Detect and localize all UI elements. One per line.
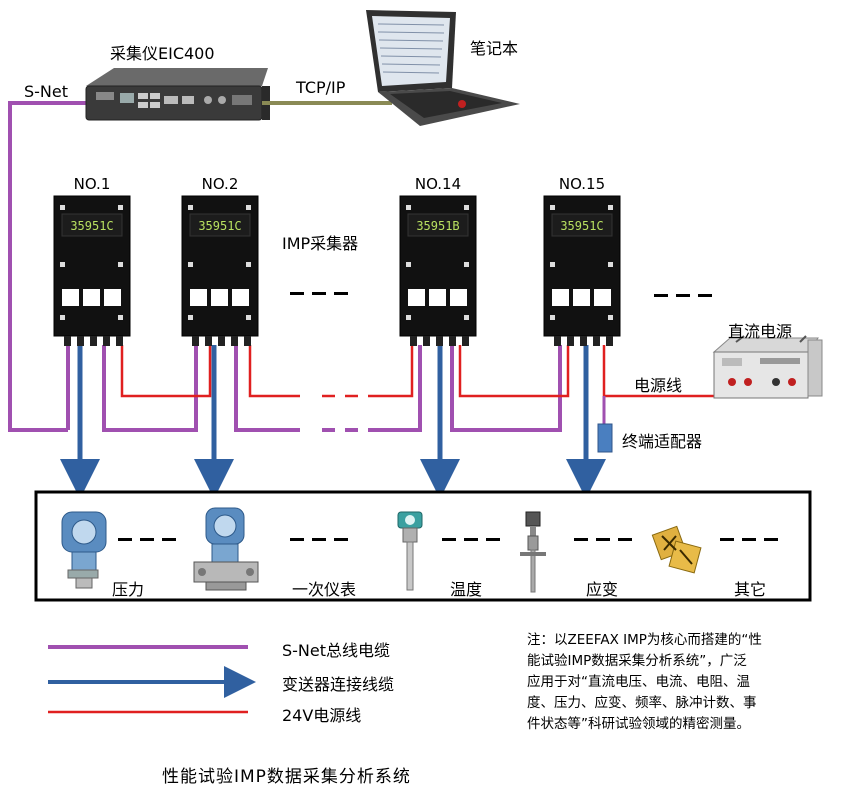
legend-label-transmitter: 变送器连接线缆 xyxy=(282,675,395,694)
tcpip-label: TCP/IP xyxy=(296,78,346,97)
instrument-transmitter-icon xyxy=(193,507,259,591)
ellipsis-dash xyxy=(720,538,734,541)
power-line-label: 电源线 xyxy=(634,376,683,395)
ellipsis-dash xyxy=(464,538,478,541)
note-line: 应用于对“直流电压、电流、电阻、温 xyxy=(527,674,750,690)
collector-display: 35951C xyxy=(560,219,603,233)
diagram-caption: 性能试验IMP数据采集分析系统 xyxy=(162,767,411,787)
collector-name: NO.2 xyxy=(202,175,239,193)
sensor-label-strain: 应变 xyxy=(586,580,619,599)
ellipsis-dash xyxy=(698,294,712,297)
ellipsis-dash xyxy=(618,538,632,541)
power-cable xyxy=(120,345,714,398)
imp-collector: NO.1 35951C xyxy=(53,175,131,346)
ellipsis-dash xyxy=(334,538,348,541)
collector-name: NO.14 xyxy=(415,175,461,193)
daq-device xyxy=(85,68,270,121)
imp-collector: NO.2 35951C xyxy=(181,175,259,346)
snet-label: S-Net xyxy=(24,82,69,101)
collector-display: 35951B xyxy=(416,219,459,233)
sensor-label-instrument: 一次仪表 xyxy=(292,580,357,599)
ellipsis-dash xyxy=(596,538,610,541)
ellipsis-dash xyxy=(764,538,778,541)
ellipsis-dash xyxy=(312,292,326,295)
ellipsis-dash xyxy=(162,538,176,541)
ellipsis-dash xyxy=(334,292,348,295)
sensor-label-pressure: 压力 xyxy=(112,580,145,599)
collector-name: NO.1 xyxy=(74,175,111,193)
terminator-label: 终端适配器 xyxy=(622,432,703,451)
strain-probe-icon xyxy=(520,511,546,593)
transmitter-cables xyxy=(60,345,606,499)
laptop-icon xyxy=(366,10,520,126)
ellipsis-dash xyxy=(486,538,500,541)
ellipsis-dash xyxy=(676,294,690,297)
imp-collector: NO.14 35951B xyxy=(399,175,477,346)
ellipsis-dash xyxy=(290,292,304,295)
ellipsis-dash xyxy=(140,538,154,541)
imp-collector: NO.15 35951C xyxy=(543,175,621,346)
ellipsis-dash xyxy=(442,538,456,541)
note-line: 度、压力、应变、频率、脉冲计数、事 xyxy=(527,695,757,711)
ellipsis-dash xyxy=(118,538,132,541)
ellipsis-dash xyxy=(742,538,756,541)
note-line: 注：以ZEEFAX IMP为核心而搭建的“性 xyxy=(527,632,762,648)
ellipsis-dash xyxy=(312,538,326,541)
note-line: 件状态等”科研试验领域的精密测量。 xyxy=(527,716,750,732)
ellipsis-dash xyxy=(654,294,668,297)
strain-gauge-icon xyxy=(651,525,702,574)
ellipsis-dash xyxy=(574,538,588,541)
imp-collector-label: IMP采集器 xyxy=(282,234,359,253)
collector-display: 35951C xyxy=(70,219,113,233)
sensor-label-other: 其它 xyxy=(734,580,767,599)
description-note: 注：以ZEEFAX IMP为核心而搭建的“性 能试验IMP数据采集分析系统”，广… xyxy=(527,630,845,735)
legend-label-power: 24V电源线 xyxy=(282,706,362,725)
temperature-sensor-icon xyxy=(397,511,423,591)
daq-label: 采集仪EIC400 xyxy=(110,44,215,63)
legend xyxy=(48,645,256,714)
sensor-label-temperature: 温度 xyxy=(450,580,483,599)
legend-label-snet: S-Net总线电缆 xyxy=(282,641,391,660)
dc-power-label: 直流电源 xyxy=(728,322,793,341)
dc-power-supply xyxy=(712,335,823,399)
ellipsis-dash xyxy=(290,538,304,541)
laptop-label: 笔记本 xyxy=(470,39,519,58)
note-line: 能试验IMP数据采集分析系统”，广泛 xyxy=(527,653,747,669)
collector-display: 35951C xyxy=(198,219,241,233)
snet-bus-cable xyxy=(8,101,562,432)
collector-name: NO.15 xyxy=(559,175,605,193)
pressure-transmitter-icon xyxy=(61,511,107,589)
terminator-adapter xyxy=(597,423,613,453)
